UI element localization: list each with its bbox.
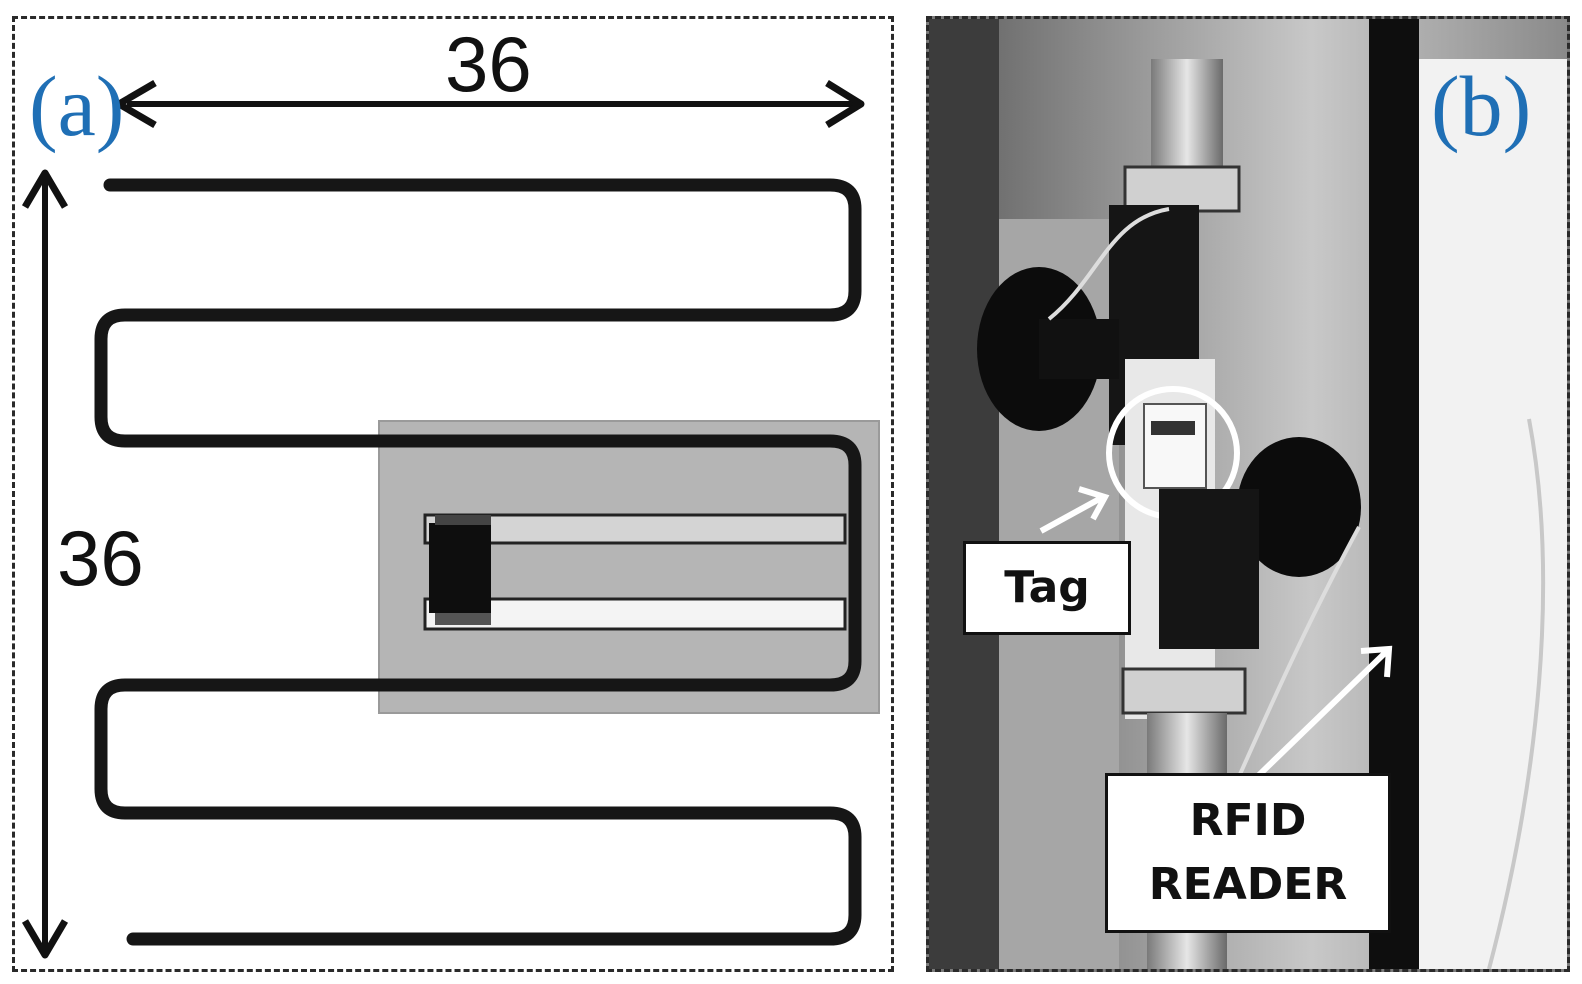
cable-right <box>1487 418 1546 969</box>
tag-callout-text: Tag <box>1004 562 1090 614</box>
tag-label-print <box>1151 421 1195 435</box>
upper-rod <box>1151 59 1223 179</box>
tag-callout: Tag <box>963 541 1131 635</box>
lower-sensor-cable <box>1227 526 1361 800</box>
rfid-reader-callout-line2: READER <box>1148 859 1348 910</box>
panel-b-test-setup-photo: (b) Tag RFID READER <box>926 16 1570 972</box>
antenna-drawing <box>21 79 880 959</box>
panel-a-antenna: (a) 36 36 <box>12 16 894 972</box>
tag-pointer-arrow <box>1039 486 1110 534</box>
lower-grip-body <box>1159 489 1259 649</box>
tag-label <box>1143 403 1207 489</box>
chip-pad-bottom <box>435 613 491 625</box>
upper-clamp-collar <box>1123 165 1241 213</box>
rfid-chip <box>429 523 491 613</box>
height-dimension-arrow <box>21 169 69 959</box>
meander-trace <box>94 178 862 946</box>
reader-pointer-arrow <box>1256 645 1393 778</box>
chip-pad-top <box>435 515 491 525</box>
width-dimension-arrow <box>115 79 865 129</box>
feed-strip-bottom <box>423 597 847 631</box>
upper-sensor-cable <box>1047 207 1170 321</box>
lower-clamp-collar <box>1121 667 1247 715</box>
panel-b-label: (b) <box>1431 58 1532 154</box>
lower-grip-wheel <box>1237 437 1361 577</box>
rfid-reader-callout-line1: RFID <box>1189 795 1307 847</box>
feed-strip-top <box>423 513 847 545</box>
width-dimension-label: 36 <box>445 20 532 108</box>
panel-a-label: (a) <box>29 58 125 154</box>
rfid-reader-callout: RFID READER <box>1105 773 1391 933</box>
height-dimension-label: 36 <box>57 514 144 602</box>
upper-grip-knob <box>1039 319 1119 379</box>
right-wall <box>1419 59 1567 969</box>
left-frame <box>929 19 999 969</box>
